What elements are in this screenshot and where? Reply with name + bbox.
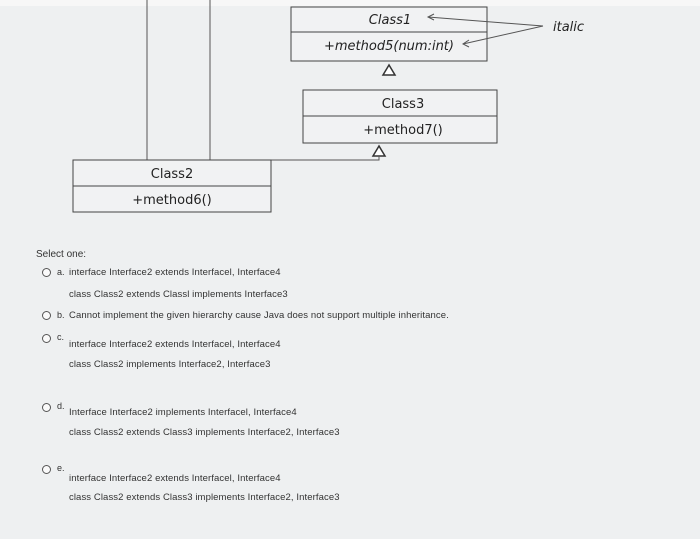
option-e-letter: e. [57,463,65,473]
option-e-line-2: class Class2 extends Class3 implements I… [69,492,340,503]
class1-method: +method5(num:int) [324,39,454,54]
inheritance-triangle-class1 [381,63,397,76]
note-pointer-class [427,16,544,27]
class3-method: +method7() [363,123,443,138]
inheritance-connector-class2 [271,156,380,161]
class3-name: Class3 [382,97,424,112]
note-arrowhead-method [462,39,470,48]
option-a-radio[interactable] [42,268,51,277]
option-b-letter: b. [57,310,65,320]
option-d-line-2: class Class2 extends Class3 implements I… [69,427,340,438]
option-c-line-1: interface Interface2 extends Interfacel,… [69,339,281,350]
option-d-radio[interactable] [42,403,51,412]
option-e-line-1: interface Interface2 extends Interfacel,… [69,473,281,484]
uml-class-diagram: Class1 +method5(num:int) italic Class3 +… [0,0,700,213]
class2-method: +method6() [132,193,212,208]
option-d-line-1: Interface Interface2 implements Interfac… [69,407,297,418]
option-b-line-1: Cannot implement the given hierarchy cau… [69,310,449,321]
italic-note: italic [553,20,584,35]
class1-name: Class1 [369,13,411,28]
top-band [0,0,700,6]
class3-box: Class3 +method7() [302,89,498,144]
note-arrowhead-class [426,13,435,21]
option-c-radio[interactable] [42,334,51,343]
class2-name: Class2 [151,167,193,182]
option-a-line-1: interface Interface2 extends Interfacel,… [69,267,281,278]
option-a-line-2: class Class2 extends Classl implements I… [69,289,288,300]
note-pointer-method [462,25,544,45]
option-d-letter: d. [57,401,65,411]
option-a-letter: a. [57,267,65,277]
select-one-label: Select one: [36,249,87,260]
option-c-line-2: class Class2 implements Interface2, Inte… [69,359,271,370]
option-e-radio[interactable] [42,465,51,474]
option-c-letter: c. [57,332,65,342]
class1-box: Class1 +method5(num:int) [290,6,488,62]
option-b-radio[interactable] [42,311,51,320]
class2-box: Class2 +method6() [72,159,272,213]
